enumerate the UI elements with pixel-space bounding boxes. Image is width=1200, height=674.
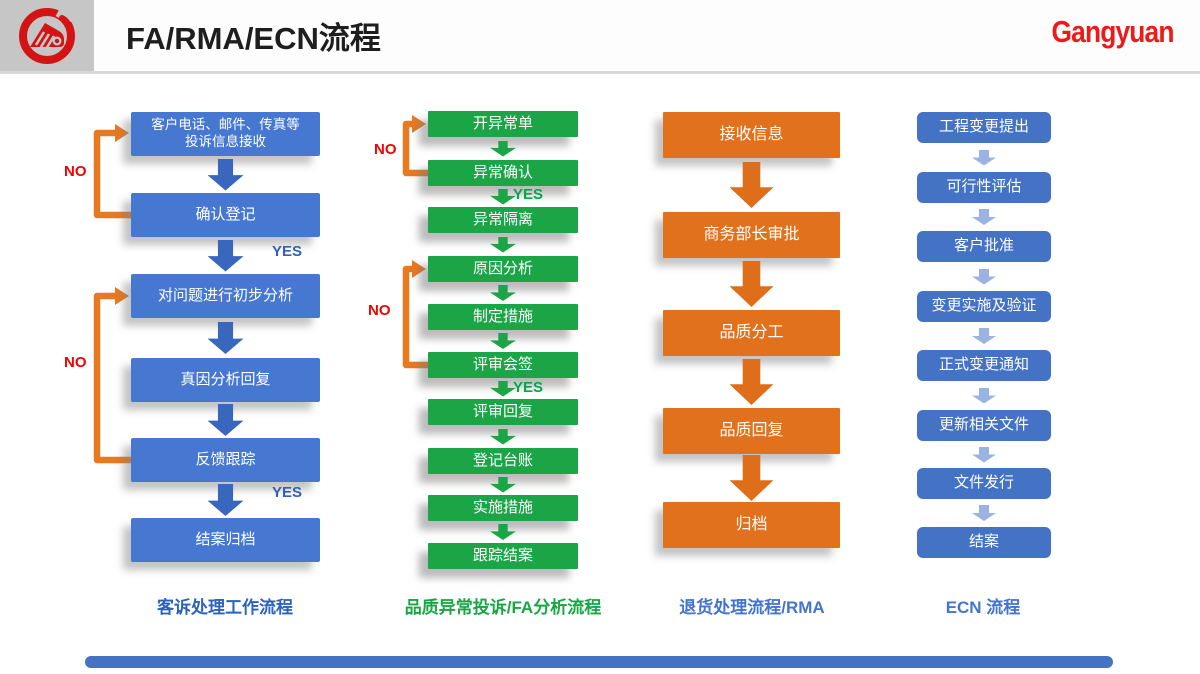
down-arrow-icon [972,446,996,463]
loop-arrow-icon [93,129,133,219]
gangyuan-logo-icon [19,4,77,64]
flow-step: 异常确认 [428,160,578,186]
down-arrow-icon [729,455,774,501]
flow-step: 跟踪结案 [428,543,578,569]
flow-step: 实施措施 [428,495,578,521]
down-arrow-icon [972,209,996,225]
flow-step: 结案归档 [131,518,320,562]
flow-step: 确认登记 [131,193,320,237]
loop-arrowhead-icon [412,115,426,133]
down-arrow-icon [490,285,516,301]
brand-logo-text: Gangyuan [1051,14,1175,49]
flow-step: 可行性评估 [917,172,1051,203]
flow-step: 反馈跟踪 [131,438,320,482]
loop-arrowhead-icon [115,124,129,142]
flow-step: 更新相关文件 [917,410,1051,441]
down-arrow-icon [972,268,996,285]
flow-step: 评审会签 [428,352,578,378]
flow-step: 正式变更通知 [917,350,1051,381]
flow-step: 变更实施及验证 [917,291,1051,322]
flow-step: 开异常单 [428,111,578,137]
down-arrow-icon [490,140,516,157]
decision-label: NO [374,141,397,158]
flow-step: 结案 [917,527,1051,558]
flow-caption: ECN 流程 [945,598,1021,617]
loop-arrow-icon [93,292,133,464]
down-arrow-icon [490,333,516,349]
flow-step: 异常隔离 [428,207,578,233]
decision-label: NO [368,302,391,319]
down-arrow-icon [490,428,516,445]
flow-step: 归档 [663,502,840,548]
flow-step: 品质分工 [663,310,840,356]
flow-step: 原因分析 [428,256,578,282]
flow-step: 文件发行 [917,468,1051,499]
flow-caption: 客诉处理工作流程 [157,598,293,617]
decision-label: YES [272,484,303,501]
down-arrow-icon [207,158,244,191]
page-title: FA/RMA/ECN流程 [126,21,381,56]
flow-step: 工程变更提出 [917,112,1051,143]
down-arrow-icon [972,387,996,404]
down-arrow-icon [972,149,996,166]
flow-step: 对问题进行初步分析 [131,274,320,318]
down-arrow-icon [207,404,244,436]
decision-label: YES [513,379,544,396]
down-arrow-icon [207,239,244,272]
flow-step: 评审回复 [428,399,578,425]
decision-label: NO [64,354,87,371]
logo-panel [0,0,94,71]
down-arrow-icon [729,359,774,405]
down-arrow-icon [972,328,996,344]
flow-step: 登记台账 [428,448,578,474]
decision-label: YES [272,243,303,260]
down-arrow-icon [972,505,996,521]
decision-label: YES [513,186,544,203]
flow-caption: 退货处理流程/RMA [679,598,825,617]
loop-arrowhead-icon [115,287,129,305]
header: FA/RMA/ECN流程 Gangyuan [0,0,1200,74]
flow-step: 接收信息 [663,112,840,158]
flow-step: 制定措施 [428,304,578,330]
flow-step: 真因分析回复 [131,358,320,402]
flow-step: 商务部长审批 [663,212,840,258]
loop-arrowhead-icon [412,260,426,278]
down-arrow-icon [729,162,774,208]
down-arrow-icon [729,261,774,307]
down-arrow-icon [207,322,244,354]
flow-caption: 品质异常投诉/FA分析流程 [404,598,602,617]
down-arrow-icon [490,524,516,540]
down-arrow-icon [207,484,244,516]
flow-step: 品质回复 [663,408,840,454]
footer-accent-bar [85,656,1113,668]
flow-step: 客户电话、邮件、传真等 投诉信息接收 [131,112,320,156]
loop-arrow-icon [402,120,430,177]
down-arrow-icon [490,476,516,493]
flow-step: 客户批准 [917,231,1051,262]
down-arrow-icon [490,236,516,253]
decision-label: NO [64,163,87,180]
loop-arrow-icon [402,265,430,369]
